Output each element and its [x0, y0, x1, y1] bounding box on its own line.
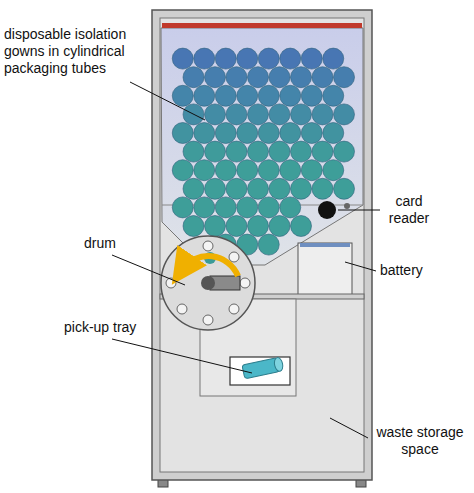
drum-axle	[201, 276, 215, 290]
gown-tube	[312, 141, 333, 162]
gown-tube	[226, 216, 247, 237]
gown-tube	[323, 85, 344, 106]
leader-lines	[112, 82, 380, 438]
gown-tube	[269, 216, 290, 237]
top-bar	[162, 23, 362, 28]
gown-tube	[280, 123, 301, 144]
drum-holes	[166, 241, 250, 325]
battery-top	[300, 243, 350, 247]
gown-tube	[205, 216, 226, 237]
gown-tube	[269, 141, 290, 162]
gown-tube	[237, 197, 258, 218]
gown-tube	[280, 85, 301, 106]
gown-tube	[248, 216, 269, 237]
gown-tube	[280, 160, 301, 181]
gown-tube	[194, 48, 215, 69]
gown-tube	[237, 85, 258, 106]
gown-tube	[248, 178, 269, 199]
gown-tube	[194, 85, 215, 106]
gown-tube	[248, 104, 269, 125]
gown-tube	[226, 141, 247, 162]
gown-tube	[323, 48, 344, 69]
tray-label: pick-up tray	[64, 319, 154, 336]
gown-tube	[291, 178, 312, 199]
gown-tube	[205, 104, 226, 125]
gown-tube	[226, 67, 247, 88]
gown-tube	[237, 123, 258, 144]
rotation-arrow	[182, 256, 238, 276]
gown-tube	[215, 48, 236, 69]
gown-tube	[183, 216, 204, 237]
gown-tube	[205, 67, 226, 88]
gown-tube	[312, 178, 333, 199]
gown-tube	[269, 67, 290, 88]
gown-tube	[237, 48, 258, 69]
gown-tube	[248, 67, 269, 88]
gown-tube	[172, 48, 193, 69]
gown-tube	[323, 123, 344, 144]
gown-tube	[226, 178, 247, 199]
gown-tube	[280, 48, 301, 69]
pick-up-tray	[230, 357, 290, 385]
gown-tube	[312, 67, 333, 88]
gown-tube	[291, 141, 312, 162]
gown-tube	[312, 104, 333, 125]
gown-tube	[194, 123, 215, 144]
gown-tube	[172, 197, 193, 218]
gown-tube	[172, 160, 193, 181]
gown-tube	[248, 141, 269, 162]
gown-tube	[194, 160, 215, 181]
gown-tube	[215, 160, 236, 181]
gown-tube	[301, 85, 322, 106]
battery-label: battery	[380, 262, 440, 279]
gown-tube	[237, 160, 258, 181]
gown-tube	[291, 216, 312, 237]
gown-tube	[183, 178, 204, 199]
hopper	[161, 28, 363, 265]
gown-tube	[334, 178, 355, 199]
gown-tube	[258, 197, 279, 218]
card-reader	[318, 201, 336, 219]
gown-tube	[269, 104, 290, 125]
gown-tube	[172, 123, 193, 144]
gown-tube	[301, 123, 322, 144]
gown-tube	[301, 160, 322, 181]
gown-tube	[334, 67, 355, 88]
tube-in-tray	[242, 357, 284, 379]
gown-tube	[334, 104, 355, 125]
drum-label: drum	[84, 235, 124, 252]
gown-tube	[215, 123, 236, 144]
gown-tube	[258, 123, 279, 144]
gown-tube	[183, 67, 204, 88]
cabinet-panel	[160, 18, 364, 472]
drum	[161, 236, 255, 330]
battery	[298, 243, 352, 295]
cabinet-frame	[152, 10, 372, 480]
reader-label: card reader	[382, 193, 436, 227]
gown-tube	[205, 178, 226, 199]
gown-tube	[226, 104, 247, 125]
gown-tube	[194, 197, 215, 218]
gown-tube	[269, 178, 290, 199]
gown-tube	[334, 141, 355, 162]
gown-tube	[323, 160, 344, 181]
tube-label: disposable isolation gowns in cylindrica…	[4, 26, 144, 77]
card-reader-led	[344, 203, 350, 209]
gown-tube	[215, 197, 236, 218]
gown-tube	[291, 104, 312, 125]
gown-tube	[258, 48, 279, 69]
gown-tube	[183, 141, 204, 162]
storage-label: waste storage space	[370, 424, 470, 458]
gown-tube	[172, 85, 193, 106]
gown-tube	[215, 85, 236, 106]
gown-tube	[280, 197, 301, 218]
gown-tube	[258, 234, 279, 255]
gown-tube	[291, 67, 312, 88]
gown-tube	[205, 141, 226, 162]
gown-tube	[258, 85, 279, 106]
gown-tube	[258, 160, 279, 181]
gown-tube	[301, 48, 322, 69]
